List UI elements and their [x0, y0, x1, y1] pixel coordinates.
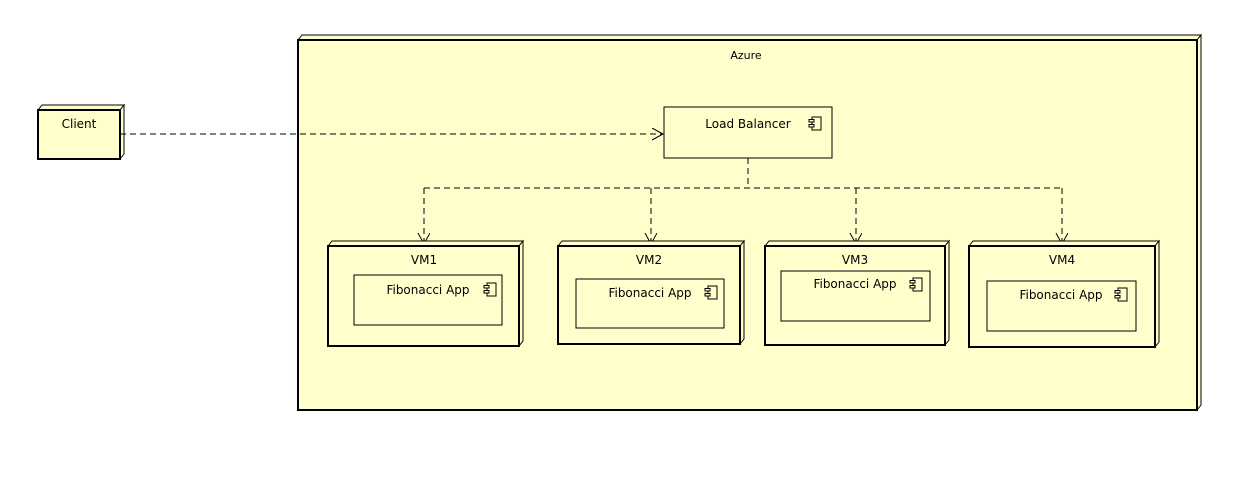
component-icon [483, 282, 497, 297]
vm4-label: VM4 [1049, 253, 1075, 267]
vm2-fibonacci-app-component[interactable]: Fibonacci App [575, 278, 725, 329]
vm3-fibonacci-app-component[interactable]: Fibonacci App [780, 270, 931, 322]
vm1-label: VM1 [411, 253, 437, 267]
vm2-label: VM2 [636, 253, 662, 267]
vm2-node[interactable]: VM2 Fibonacci App [556, 239, 746, 346]
vm1-node[interactable]: VM1 Fibonacci App [326, 239, 525, 348]
vm3-label: VM3 [842, 253, 868, 267]
vm4-fibonacci-app-component[interactable]: Fibonacci App [986, 280, 1137, 332]
azure-node[interactable]: Azure [296, 33, 1203, 412]
component-icon [808, 116, 822, 131]
fibonacci-app-label: Fibonacci App [608, 286, 691, 300]
load-balancer-component[interactable]: Load Balancer [663, 106, 833, 159]
fibonacci-app-label: Fibonacci App [386, 283, 469, 297]
fibonacci-app-label: Fibonacci App [1019, 288, 1102, 302]
component-icon [704, 285, 718, 300]
load-balancer-label: Load Balancer [705, 117, 790, 131]
load-balancer-fanout-connectors [424, 158, 1062, 244]
fibonacci-app-label: Fibonacci App [813, 277, 896, 291]
vm3-node[interactable]: VM3 Fibonacci App [763, 239, 951, 347]
component-icon [1114, 287, 1128, 302]
azure-label: Azure [730, 49, 762, 62]
vm4-node[interactable]: VM4 Fibonacci App [967, 239, 1161, 349]
client-node[interactable]: Client [36, 103, 126, 161]
vm1-fibonacci-app-component[interactable]: Fibonacci App [353, 274, 503, 326]
client-label: Client [62, 117, 97, 131]
component-icon [909, 277, 923, 292]
